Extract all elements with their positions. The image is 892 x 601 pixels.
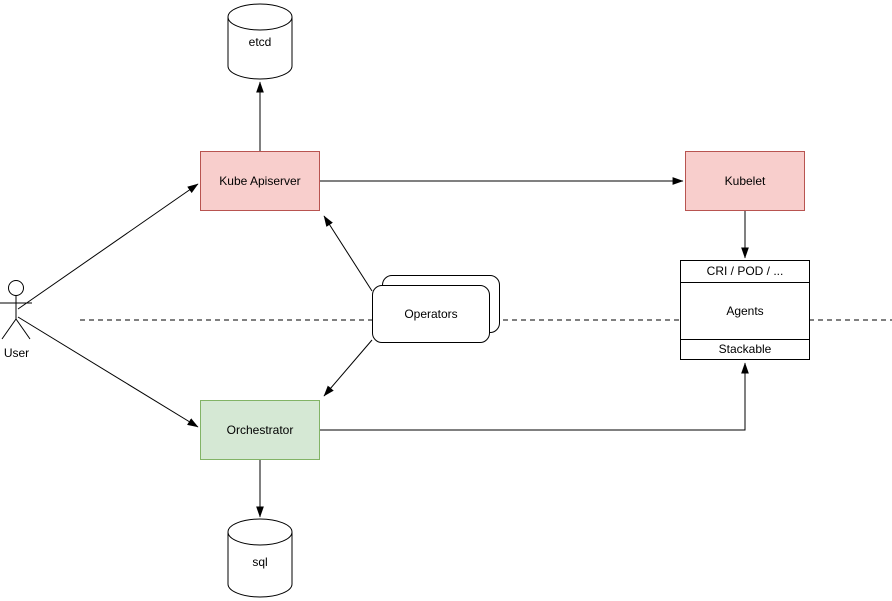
etcd-label: etcd [248,35,272,49]
orchestrator-label: Orchestrator [226,422,294,437]
agents-body-section: Agents [681,283,809,339]
operators-node[interactable]: Operators [372,285,490,343]
agents-body-label: Agents [726,303,764,318]
edge-user-to-apiserver[interactable] [17,183,199,310]
agents-header-section: CRI / POD / ... [681,261,809,283]
agents-node[interactable]: CRI / POD / ... Agents Stackable [680,260,810,360]
agents-header-label: CRI / POD / ... [706,264,784,279]
kubelet-label: Kubelet [724,173,766,188]
kubelet-node[interactable]: Kubelet [685,151,805,211]
kube-apiserver-label: Kube Apiserver [219,173,301,188]
edge-operators-to-orchestrator[interactable] [323,339,373,397]
agents-footer-section: Stackable [681,339,809,359]
sql-label: sql [252,555,268,569]
edge-user-to-orchestrator[interactable] [17,316,199,428]
edge-orchestrator-to-agents[interactable] [320,362,749,431]
user-label: User [3,346,30,360]
kube-apiserver-node[interactable]: Kube Apiserver [200,151,320,211]
edge-operators-to-apiserver[interactable] [323,215,373,292]
etcd-cylinder[interactable] [227,3,293,80]
sql-cylinder[interactable] [227,518,293,598]
user-actor[interactable] [0,280,32,340]
operators-label: Operators [404,306,458,321]
orchestrator-node[interactable]: Orchestrator [200,400,320,460]
agents-footer-label: Stackable [718,342,772,357]
